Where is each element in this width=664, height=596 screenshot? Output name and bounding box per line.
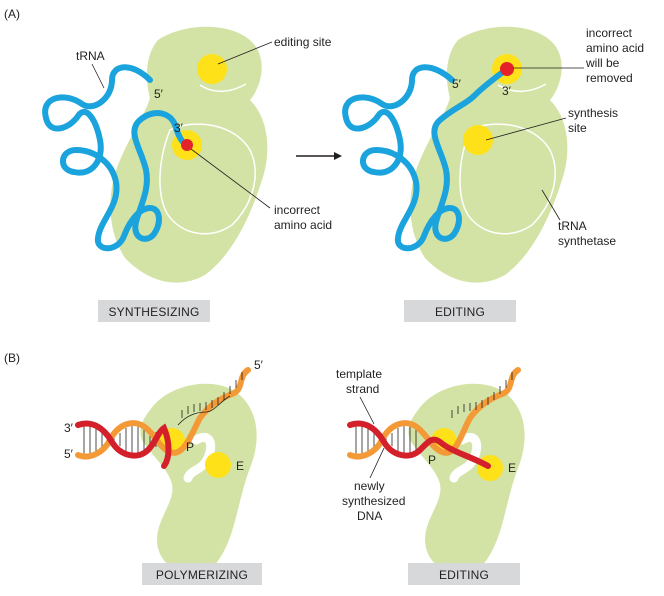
will-be-removed-label: incorrect amino acid will be removed xyxy=(585,26,647,85)
process-arrow xyxy=(296,152,342,160)
template-strand-leader xyxy=(359,396,375,425)
trna-right xyxy=(342,64,510,252)
three-prime-left: 3′ xyxy=(174,121,184,135)
synthesizing-button: SYNTHESIZING xyxy=(98,300,210,322)
newly-synthesized-label: newly synthesized DNA xyxy=(342,479,409,523)
newly-synthesized-leader xyxy=(369,447,385,479)
e-label-right: E xyxy=(508,461,516,475)
synthesis-site-label: synthesis site xyxy=(568,106,621,135)
synthetase-right xyxy=(410,26,568,283)
p-label-left: P xyxy=(186,440,194,454)
dna-right xyxy=(347,367,521,469)
editing-button-b: EDITING xyxy=(408,563,520,585)
five-prime-b-top: 5′ xyxy=(254,358,264,372)
polymerase-left xyxy=(140,383,257,574)
p-label-right: P xyxy=(428,453,436,467)
five-prime-b-left: 5′ xyxy=(64,447,74,461)
editing-site-left xyxy=(197,54,227,84)
editing-site-leader xyxy=(217,41,273,65)
incorrect-amino-acid-label: incorrect amino acid xyxy=(274,203,332,232)
editing-b-label: EDITING xyxy=(439,568,489,582)
polymerase-right xyxy=(408,383,525,574)
amino-acid-right xyxy=(500,62,514,76)
polymerizing-button: POLYMERIZING xyxy=(142,563,262,585)
panel-a-label: (A) xyxy=(4,7,20,21)
synthesis-site-leader xyxy=(485,117,567,141)
template-strand-label: template strand xyxy=(336,367,385,396)
five-prime-left: 5′ xyxy=(154,87,164,101)
dna-left xyxy=(75,367,251,469)
editing-site-label: editing site xyxy=(274,35,332,49)
trna-synthetase-leader xyxy=(541,189,561,221)
e-label-left: E xyxy=(236,459,244,473)
five-prime-right: 5′ xyxy=(452,77,462,91)
editing-button-a: EDITING xyxy=(404,300,516,322)
panel-b-label: (B) xyxy=(4,351,20,365)
incorrect-amino-acid-leader xyxy=(190,148,271,209)
trna-left xyxy=(42,64,190,252)
three-prime-b: 3′ xyxy=(64,421,74,435)
e-site-left xyxy=(205,452,231,478)
three-prime-right: 3′ xyxy=(502,84,512,98)
polymerizing-label: POLYMERIZING xyxy=(156,568,248,582)
editing-a-label: EDITING xyxy=(435,305,485,319)
trna-synthetase-label: tRNA synthetase xyxy=(558,219,616,248)
synthesis-site-right xyxy=(463,125,493,155)
synthesizing-label: SYNTHESIZING xyxy=(108,305,199,319)
trna-leader xyxy=(91,63,105,89)
amino-acid-left xyxy=(181,139,193,151)
trna-label: tRNA xyxy=(76,49,105,63)
